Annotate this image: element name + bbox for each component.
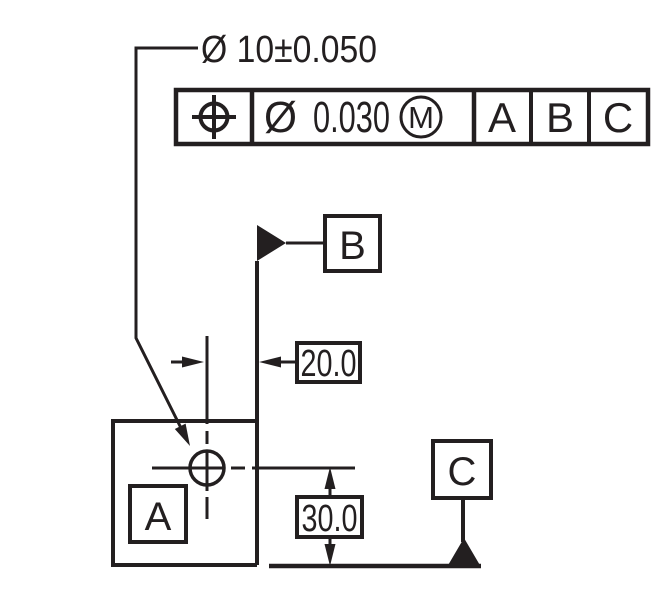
- datum-feature-b: B: [257, 214, 382, 273]
- fcf-datum-ref-c: C: [603, 94, 633, 141]
- hole-centerlines: [152, 336, 355, 519]
- mmc-modifier-icon: M: [399, 95, 443, 139]
- dim-20-basic-box: [295, 341, 362, 384]
- callout-leader-line: [134, 46, 198, 439]
- dim-20-horizontal: 20.0: [171, 341, 362, 385]
- dim-20-right-arrowhead-icon: [259, 356, 281, 368]
- dim-20-value: 20.0: [301, 343, 357, 385]
- fcf-diameter-symbol: Ø: [264, 93, 297, 142]
- datum-feature-c: C: [431, 439, 493, 567]
- position-tolerance-icon: [192, 95, 236, 139]
- fcf-tolerance-value: 0.030: [313, 93, 390, 142]
- diameter-callout-text: Ø 10±0.050: [201, 29, 377, 71]
- datum-c-label: C: [448, 450, 477, 494]
- mmc-modifier-letter: M: [408, 100, 434, 135]
- datum-a-label: A: [145, 495, 172, 539]
- dim-30-value: 30.0: [302, 498, 358, 540]
- datum-b-label: B: [339, 224, 366, 268]
- datum-feature-a: A: [128, 484, 188, 544]
- datum-b-triangle-icon: [257, 225, 286, 261]
- dim-30-vertical: 30.0: [295, 467, 364, 566]
- dim-30-up-arrowhead-icon: [324, 467, 336, 489]
- fcf-datum-ref-a: A: [488, 94, 516, 141]
- part-outline: [111, 419, 257, 567]
- datum-c-triangle-icon: [447, 538, 481, 567]
- dim-30-down-arrowhead-icon: [324, 544, 336, 566]
- diameter-callout: Ø 10±0.050: [201, 29, 377, 71]
- dim-20-left-arrowhead-icon: [182, 356, 204, 368]
- fcf-datum-ref-b: B: [546, 94, 574, 141]
- feature-control-frame: Ø 0.030 M A B C: [173, 87, 651, 147]
- leader-arrowhead-icon: [174, 423, 190, 446]
